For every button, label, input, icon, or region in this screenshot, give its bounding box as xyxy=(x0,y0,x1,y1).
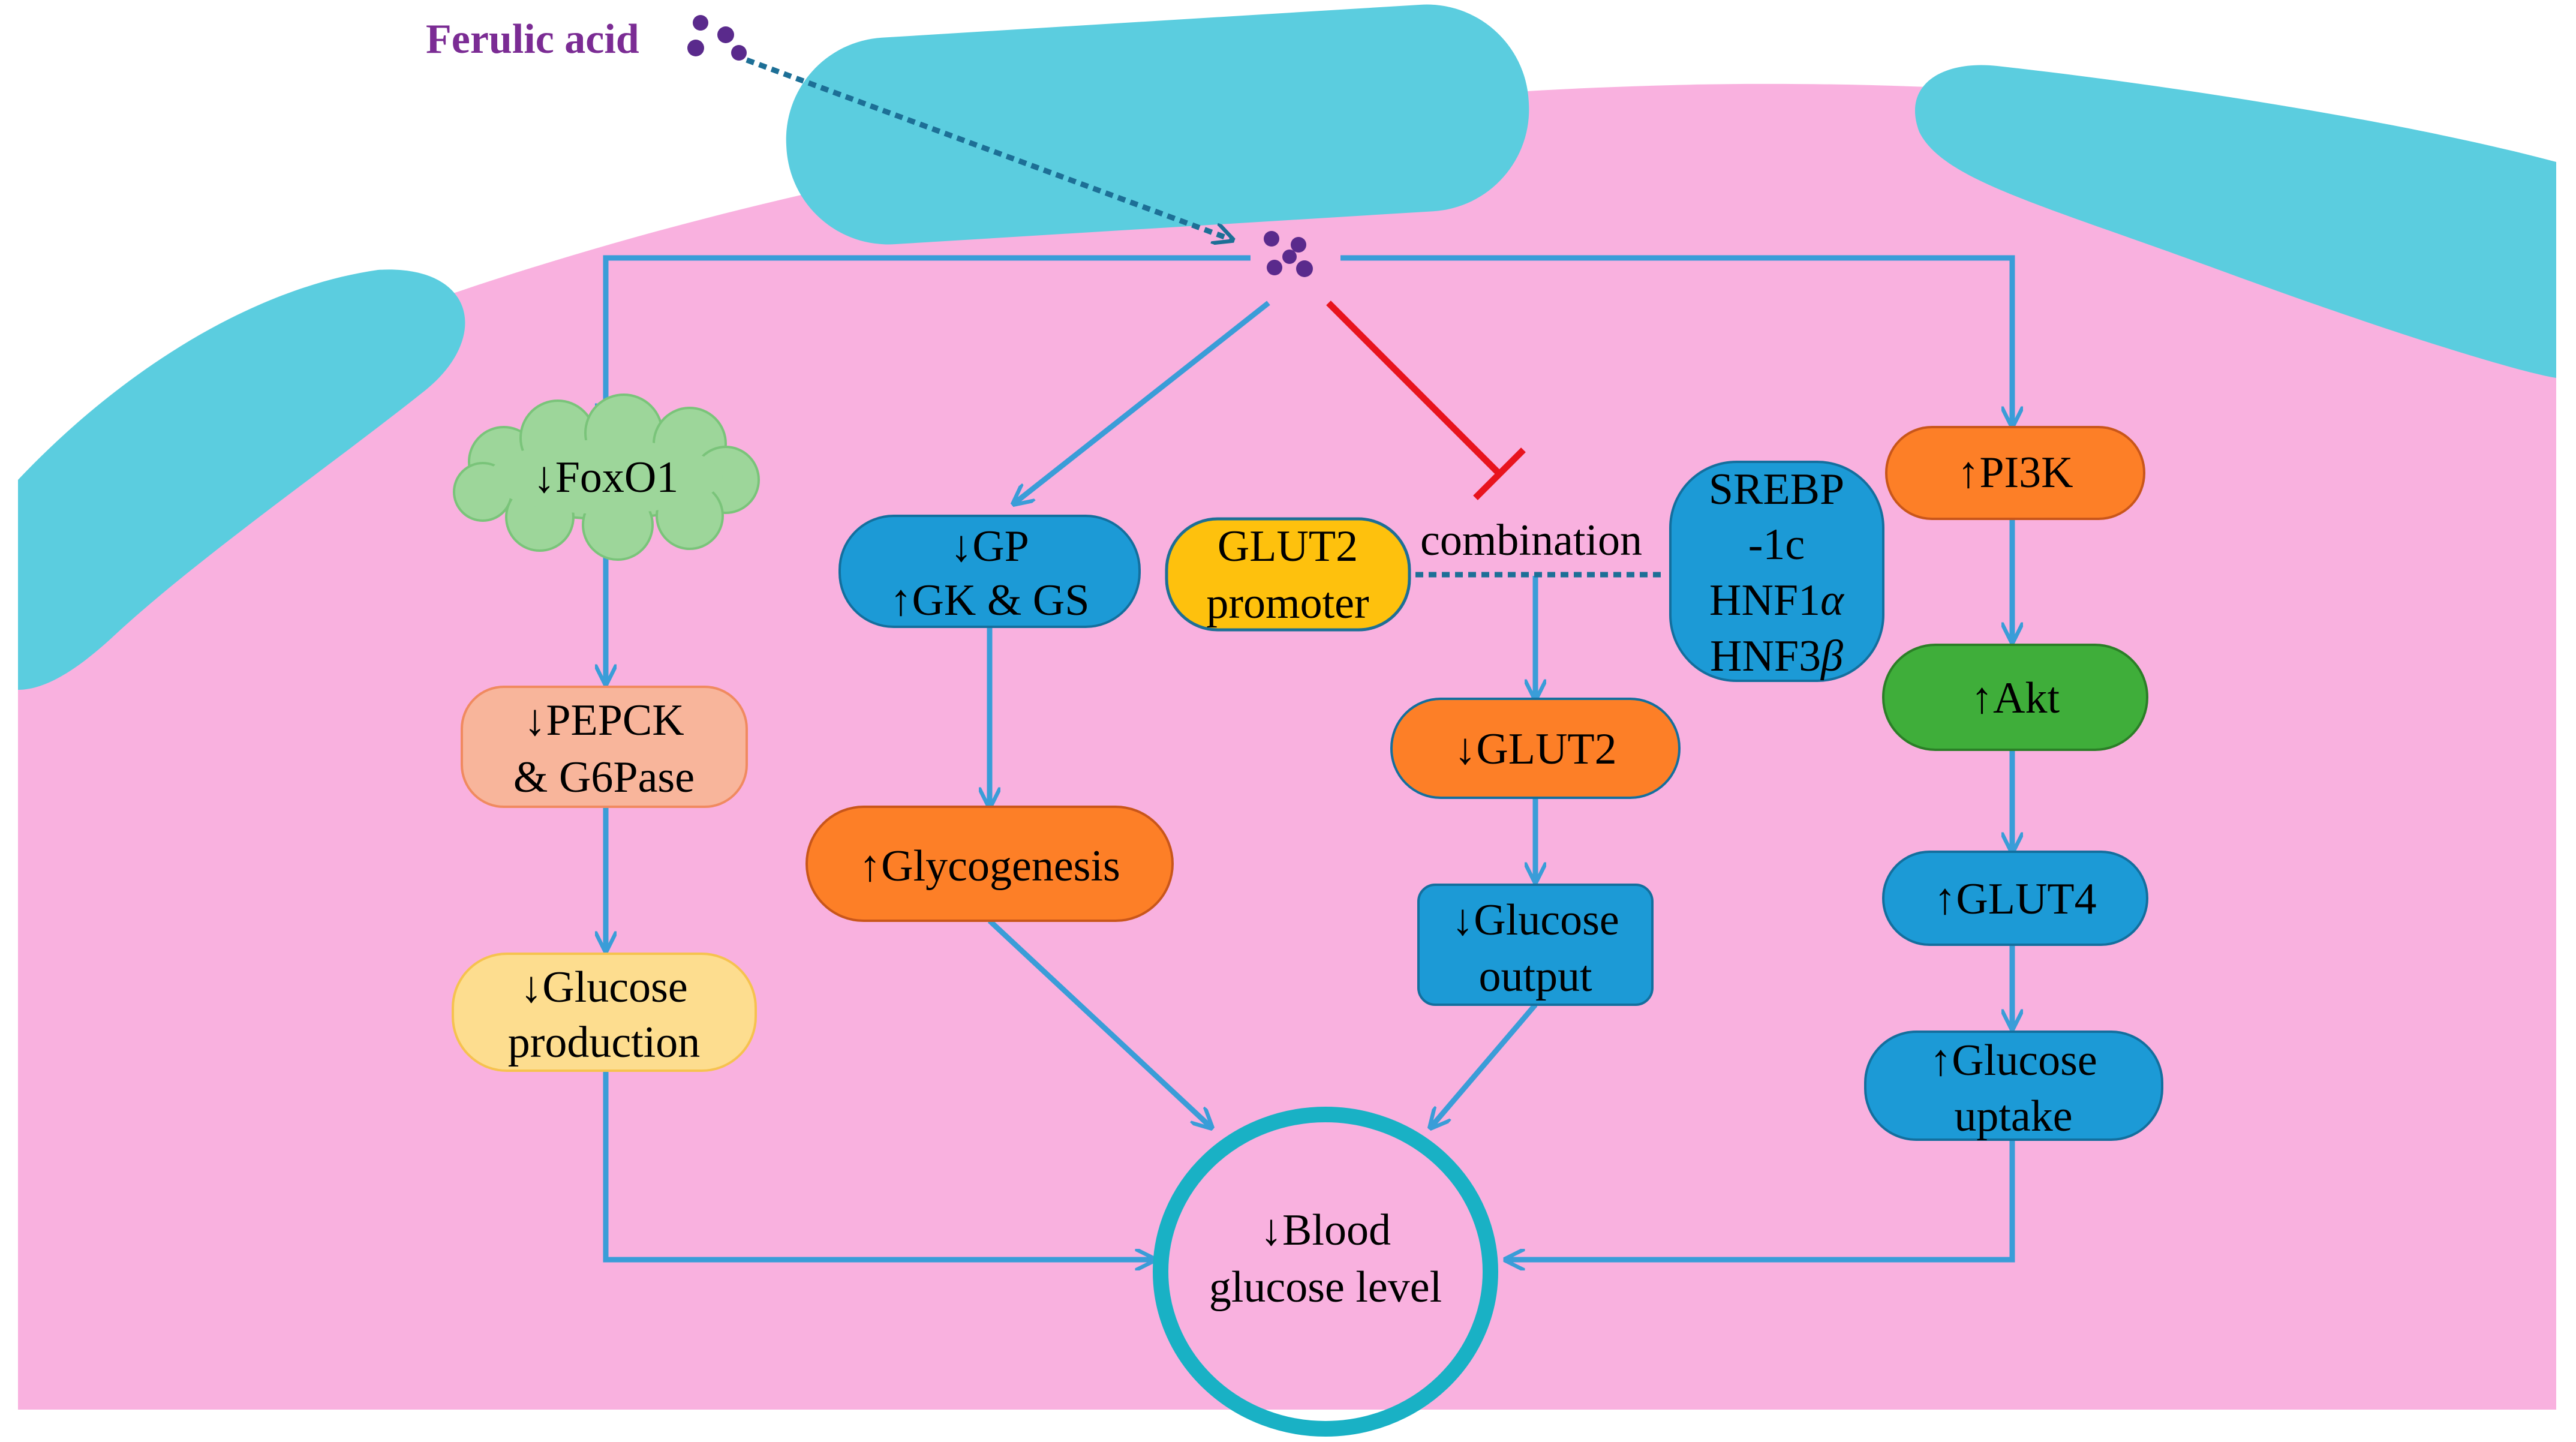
glucose-output-node: ↓Glucose output xyxy=(1417,884,1654,1006)
glucose-uptake-node: ↑Glucose uptake xyxy=(1864,1031,2163,1141)
hnf1a-label: HNF1α xyxy=(1709,576,1845,625)
glut2-promoter-label-line1: GLUT2 xyxy=(1218,522,1358,571)
glut4-node: ↑GLUT4 xyxy=(1882,851,2148,946)
blood-glucose-node: ↓Blood glucose level xyxy=(1153,1107,1498,1437)
glut2-promoter-label-line2: promoter xyxy=(1206,579,1369,628)
entry-arrow xyxy=(746,57,1233,240)
gp-label: ↓GP xyxy=(950,522,1029,571)
glut2-label: ↓GLUT2 xyxy=(1454,725,1616,774)
glucose-output-label-line1: ↓Glucose xyxy=(1451,896,1619,945)
glut2-promoter-node: GLUT2 promoter xyxy=(1165,517,1411,632)
combination-label: combination xyxy=(1420,516,1642,565)
foxo1-label: ↓FoxO1 xyxy=(533,453,679,502)
transcription-factors-node: SREBP -1c HNF1α HNF3β xyxy=(1669,461,1884,682)
srebp-1c-label: -1c xyxy=(1748,520,1805,569)
pepck-label-line1: ↓PEPCK xyxy=(524,696,684,745)
glut2-node: ↓GLUT2 xyxy=(1390,698,1681,799)
akt-label: ↑Akt xyxy=(1971,674,2060,723)
arrow-production-blood xyxy=(603,1071,1155,1260)
pepck-label-line2: & G6Pase xyxy=(513,753,695,802)
blood-glucose-label-line2: glucose level xyxy=(1209,1263,1442,1312)
glucose-output-label-line2: output xyxy=(1478,952,1592,1001)
membrane-protein-right xyxy=(1914,65,2556,378)
hnf3b-text: HNF3 xyxy=(1710,632,1821,681)
connectors xyxy=(603,255,2015,1260)
inhibition-mark xyxy=(1326,301,1526,500)
akt-node: ↑Akt xyxy=(1882,644,2148,751)
membrane-protein-left xyxy=(18,269,465,690)
glucose-production-node: ↓Glucose production xyxy=(452,953,757,1072)
arrow-to-pi3k xyxy=(1340,255,2012,426)
ferulic-acid-molecule-icon xyxy=(687,15,747,61)
glut4-label: ↑GLUT4 xyxy=(1934,875,2096,924)
hnf1a-greek: α xyxy=(1820,576,1845,625)
glucose-uptake-label-line2: uptake xyxy=(1954,1092,2072,1141)
hnf3b-greek: β xyxy=(1820,632,1843,681)
glucose-production-label-line2: production xyxy=(508,1018,701,1067)
pepck-node: ↓PEPCK & G6Pase xyxy=(461,686,748,808)
ferulic-acid-label: Ferulic acid xyxy=(426,16,639,62)
hnf1a-text: HNF1 xyxy=(1709,576,1820,625)
gp-gk-gs-node: ↓GP ↑GK & GS xyxy=(838,515,1141,628)
hnf3b-label: HNF3β xyxy=(1710,632,1843,681)
pi3k-node: ↑PI3K xyxy=(1885,426,2145,520)
glucose-production-label-line1: ↓Glucose xyxy=(520,963,688,1012)
gk-gs-label: ↑GK & GS xyxy=(889,576,1089,625)
arrow-output-blood xyxy=(1430,1003,1538,1128)
membrane-protein-center xyxy=(786,4,1529,245)
intracellular-molecule-icon xyxy=(1264,231,1313,277)
foxo1-node: ↓FoxO1 xyxy=(453,393,760,561)
blood-glucose-label-line1: ↓Blood xyxy=(1260,1206,1391,1255)
glycogenesis-node: ↑Glycogenesis xyxy=(805,806,1174,922)
glucose-uptake-label-line1: ↑Glucose xyxy=(1929,1036,2097,1085)
arrow-to-gp xyxy=(1014,301,1270,504)
arrow-to-foxo1 xyxy=(606,255,1251,423)
pi3k-label: ↑PI3K xyxy=(1957,448,2073,497)
glycogenesis-label: ↑Glycogenesis xyxy=(859,842,1120,891)
arrow-uptake-blood xyxy=(1505,1140,2015,1260)
srebp-label: SREBP xyxy=(1709,465,1844,514)
arrow-glycogenesis-blood xyxy=(987,918,1212,1128)
